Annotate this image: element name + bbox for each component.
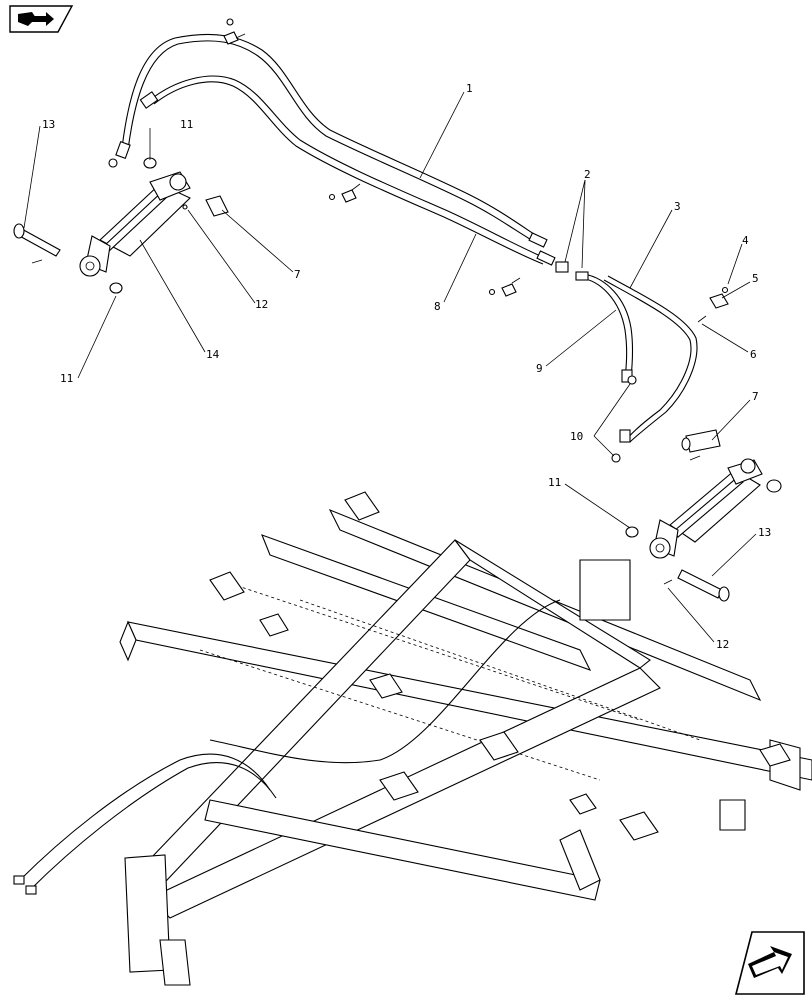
callout-8: 8 [434,300,441,313]
callout-10: 10 [570,430,583,443]
callout-7-lower: 7 [752,390,759,403]
callout-5: 5 [752,272,759,285]
washer-left [109,282,123,294]
hydraulic-hose-pair [115,33,556,266]
book-arrow-icon[interactable] [6,4,76,34]
callout-4: 4 [742,234,749,247]
next-arrow-icon[interactable] [734,930,806,996]
callout-14: 14 [206,348,220,361]
callout-11-top: 11 [180,118,193,131]
frame-dashed-guides [199,579,701,781]
tow-hoses [13,599,561,895]
callout-3: 3 [674,200,681,213]
pin-7-left [205,195,229,217]
callout-2: 2 [584,168,591,181]
frame-brackets [209,491,791,841]
callout-12-left: 12 [255,298,268,311]
hydraulic-cylinder-left [79,171,191,277]
callout-1: 1 [466,82,473,95]
callout-11-left: 11 [60,372,73,385]
callout-7-upper: 7 [294,268,301,281]
hose-clamps [108,18,521,297]
callout-6: 6 [750,348,757,361]
callout-13-left: 13 [42,118,55,131]
callout-12-right: 12 [716,638,729,651]
callout-leaders [23,91,757,643]
hydraulic-cylinder-right [649,458,763,559]
callout-9: 9 [536,362,543,375]
callout-13-right: 13 [758,526,771,539]
callout-11-right: 11 [548,476,561,489]
